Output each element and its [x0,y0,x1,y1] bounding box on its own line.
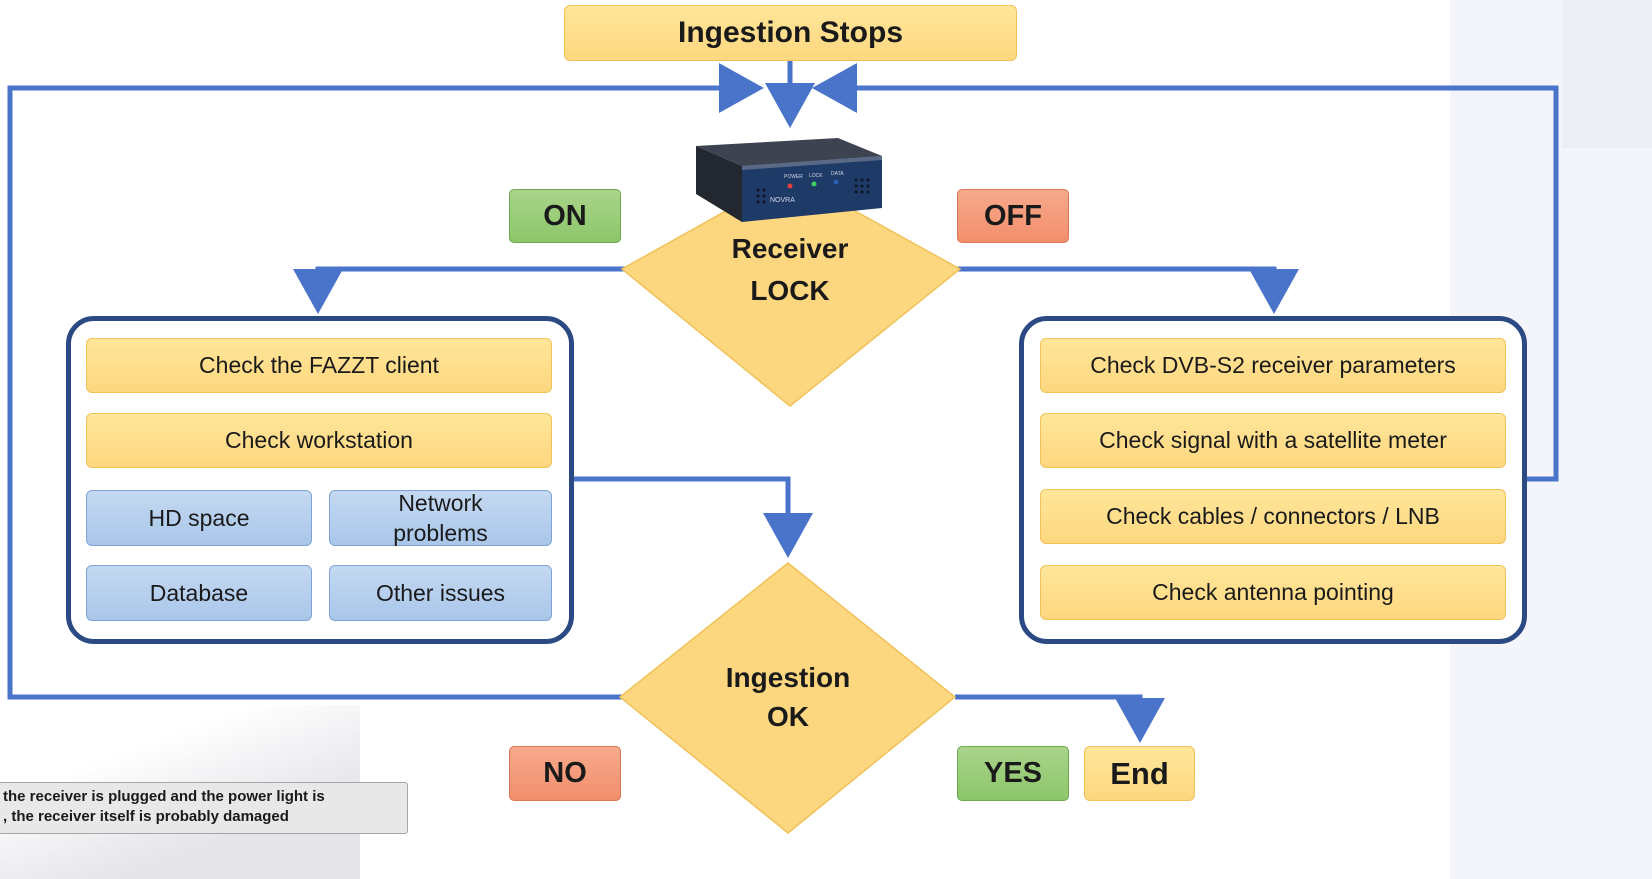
no-label: NO [509,746,621,801]
off-label: OFF [957,189,1069,243]
receiver-power-label: POWER [784,174,803,180]
footnote-line1: the receiver is plugged and the power li… [3,788,325,805]
network-problems-issue: Network problems [329,490,552,546]
connector-on-to-ingestion [574,476,813,558]
receiver-device-image: POWER LOCK DATA NOVRA [696,138,882,222]
check-signal-satellite-meter-step: Check signal with a satellite meter [1040,413,1506,468]
receiver-lock-line2: LOCK [750,275,830,306]
connector-off [955,266,1299,314]
data-led-icon [833,179,839,185]
receiver-lock-label: LOCK [809,173,823,179]
connector-on [293,266,628,314]
background-panel-accent [1562,0,1652,148]
hd-space-issue: HD space [86,490,312,546]
check-cables-connectors-lnb-step: Check cables / connectors / LNB [1040,489,1506,544]
check-antenna-pointing-step: Check antenna pointing [1040,565,1506,620]
ingestion-ok-line1: Ingestion [725,662,851,693]
receiver-lock-line1: Receiver [731,233,849,264]
receiver-lock-label: Receiver LOCK [700,228,880,312]
other-issues-issue: Other issues [329,565,552,621]
connector-no-loop [7,63,764,700]
footnote-line2: , the receiver itself is probably damage… [3,808,289,825]
check-dvb-s2-parameters-step: Check DVB-S2 receiver parameters [1040,338,1506,393]
yes-label: YES [957,746,1069,801]
ingestion-ok-diamond [618,562,957,834]
check-workstation-step: Check workstation [86,413,552,468]
receiver-brand-label: NOVRA [770,197,795,204]
database-issue: Database [86,565,312,621]
power-led-icon [787,183,793,189]
receiver-lock-diamond [620,174,962,407]
footnote-note: the receiver is plugged and the power li… [0,782,408,834]
connector-off-loop [812,63,1559,482]
ingestion-stops-box: Ingestion Stops [564,5,1017,61]
ingestion-ok-label: Ingestion OK [698,658,878,736]
on-label: ON [509,189,621,243]
ingestion-ok-line2: OK [767,701,809,732]
end-box: End [1084,746,1195,801]
lock-led-icon [811,181,817,187]
receiver-data-label: DATA [831,171,844,177]
check-fazzt-client-step: Check the FAZZT client [86,338,552,393]
connector-yes [955,694,1165,743]
